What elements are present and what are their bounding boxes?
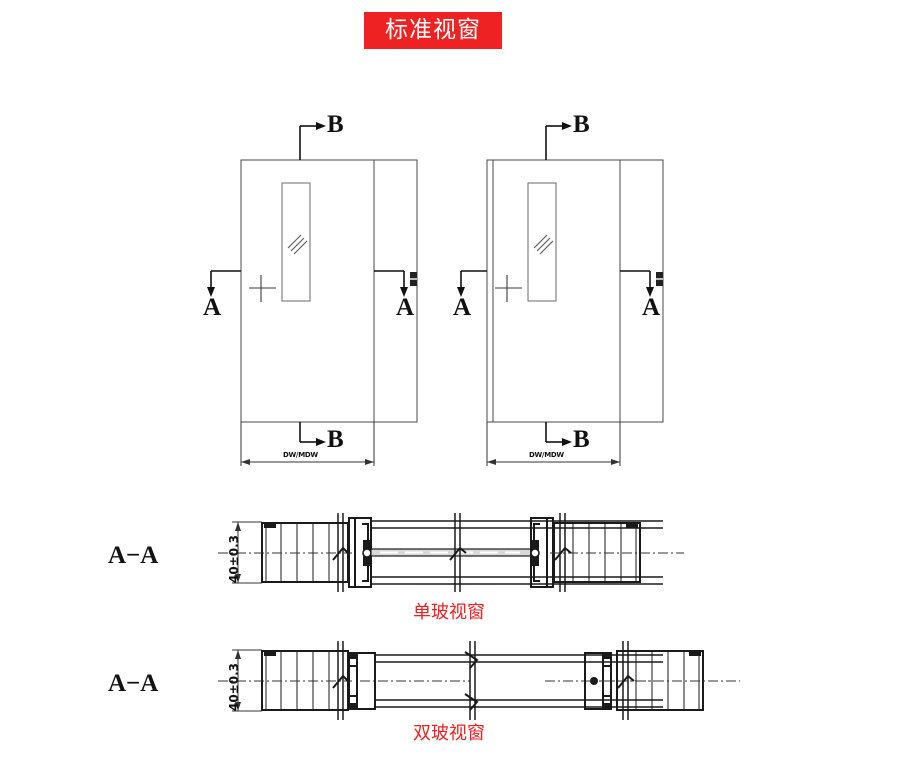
lock-center-mark [495, 275, 522, 302]
width-dimension-label-right: DW/MDW [529, 451, 564, 459]
page-title: 标准视窗 [385, 17, 481, 43]
frame-corner-right-bottom [603, 703, 610, 708]
door-frame-strip [373, 159, 418, 423]
leaf-edge-detail-left [264, 524, 276, 528]
frame-corner-left-top [350, 654, 357, 659]
section-label-a-right-right: A [642, 294, 661, 321]
glass-hatch-icon [533, 234, 554, 255]
break-line-center [464, 641, 479, 720]
caption-double-glazing: 双玻视窗 [413, 723, 485, 744]
door-frame-strip [619, 159, 664, 423]
section-b-bottom-marker-right [545, 422, 572, 446]
section-title-double: A−A [108, 670, 159, 697]
section-label-b-bottom-right: B [573, 426, 590, 453]
section-label-a-left-left: A [203, 294, 222, 321]
leaf-edge-detail-right [689, 652, 701, 656]
lock-marker-left [410, 272, 417, 286]
gasket-right [590, 677, 598, 685]
width-dimension-right [486, 422, 621, 466]
thickness-dimension-single [232, 521, 262, 584]
door-core-ribs-right [635, 651, 700, 710]
section-b-top-marker-left [299, 122, 326, 160]
section-a-left-marker-left [207, 270, 241, 297]
thickness-label-double: 40±0.3 [227, 662, 241, 711]
frame-corner-right-top [603, 654, 610, 659]
break-line-right [554, 513, 572, 592]
lock-center-mark [249, 275, 276, 302]
vision-window-opening [281, 182, 311, 302]
door-core-ribs-left [265, 651, 330, 710]
section-label-b-top-right: B [573, 111, 590, 138]
glass-panes-double [375, 654, 663, 708]
section-b-bottom-marker-left [299, 422, 326, 446]
leaf-edge-detail-right [626, 524, 638, 528]
leaf-edge-detail-left [264, 652, 276, 656]
page-title-badge: 标准视窗 [364, 12, 502, 49]
width-dimension-left [240, 422, 375, 466]
break-line-center [449, 513, 467, 592]
door-leaf-section-left [261, 650, 349, 711]
section-title-single: A−A [108, 542, 159, 569]
door-core-ribs-right [572, 523, 637, 582]
frame-corner-left-bottom [350, 703, 357, 708]
section-b-top-marker-right [545, 122, 572, 160]
section-label-a-right-left: A [396, 294, 415, 321]
door-leaf-section-right [616, 650, 704, 711]
break-line-left [332, 641, 349, 720]
gasket-right [530, 548, 540, 558]
section-label-b-top-left: B [327, 111, 344, 138]
glass-hatch-icon [287, 234, 308, 255]
lock-marker-right [656, 272, 663, 286]
caption-single-glazing: 单玻视窗 [413, 602, 485, 623]
break-line-right [617, 641, 635, 720]
section-a-right-marker-right [620, 270, 654, 297]
window-opening-rails [371, 520, 663, 585]
thickness-label-single: 40±0.3 [227, 534, 241, 583]
section-label-a-left-right: A [453, 294, 472, 321]
vision-window-opening [527, 182, 557, 302]
section-a-right-marker-left [374, 270, 408, 297]
door-core-ribs-left [265, 523, 330, 582]
width-dimension-label-left: DW/MDW [283, 451, 318, 459]
section-a-left-marker-right [457, 270, 487, 297]
break-line-left [332, 513, 349, 592]
thickness-dimension-double [232, 649, 262, 712]
section-label-b-bottom-left: B [327, 426, 344, 453]
door-leaf-section-right [553, 522, 641, 583]
